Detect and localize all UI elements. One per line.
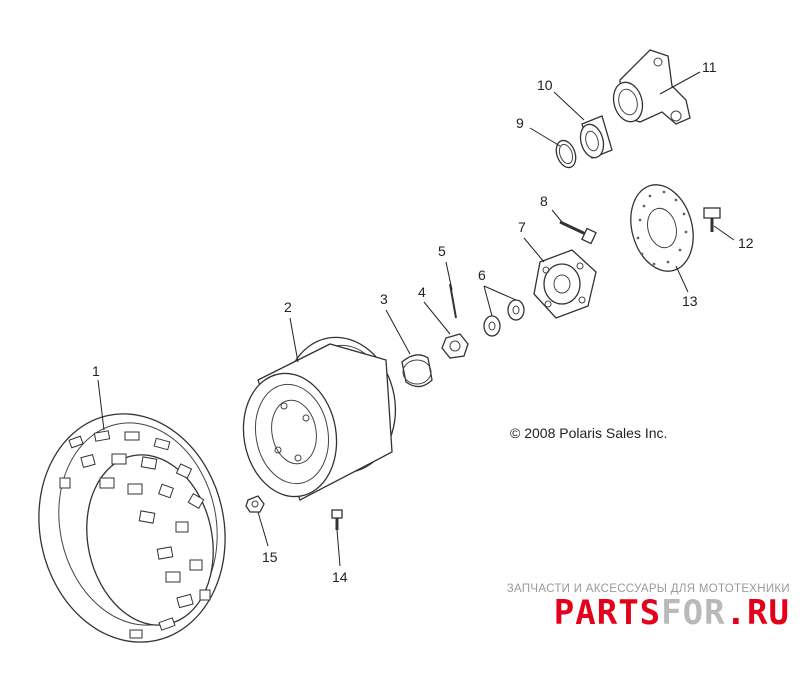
- callout-8: 8: [540, 193, 548, 209]
- disc-bolt-part: [703, 207, 721, 232]
- hub-cap-part: [401, 354, 433, 388]
- callout-labels: 1 2 3 4 5 6 7 8 9 10 11 12 13 14 15: [92, 59, 754, 585]
- watermark-brand-ru: .RU: [726, 593, 790, 633]
- cotter-pin-part: [449, 283, 457, 319]
- callout-1: 1: [92, 363, 100, 379]
- snap-ring-part: [555, 139, 577, 169]
- callout-4: 4: [418, 284, 426, 300]
- wheel-rim-part: [242, 336, 397, 501]
- washers-part: [483, 299, 525, 337]
- watermark-brand-parts: PARTS: [554, 593, 661, 633]
- callout-13: 13: [682, 293, 698, 309]
- watermark: ЗАПЧАСТИ И АКСЕССУАРЫ ДЛЯ МОТОТЕХНИКИ PA…: [507, 583, 790, 633]
- tire-part: [38, 413, 226, 643]
- callout-9: 9: [516, 115, 524, 131]
- leader-lines: [97, 71, 735, 567]
- castle-nut-part: [441, 333, 469, 359]
- callout-5: 5: [438, 243, 446, 259]
- knuckle-part: [612, 49, 691, 125]
- watermark-subtitle: ЗАПЧАСТИ И АКСЕССУАРЫ ДЛЯ МОТОТЕХНИКИ: [507, 583, 790, 595]
- callout-2: 2: [284, 299, 292, 315]
- hub-part: [533, 249, 597, 319]
- bearing-part: [579, 115, 613, 159]
- watermark-brand: PARTSFOR.RU: [554, 593, 790, 633]
- callout-12: 12: [738, 235, 754, 251]
- lug-nut-part: [245, 495, 265, 513]
- callout-3: 3: [380, 291, 388, 307]
- callout-14: 14: [332, 569, 348, 585]
- callout-11: 11: [702, 59, 717, 75]
- callout-6: 6: [478, 267, 486, 283]
- callout-10: 10: [537, 77, 553, 93]
- valve-stem-part: [331, 509, 343, 530]
- callout-15: 15: [262, 549, 278, 565]
- copyright-text: © 2008 Polaris Sales Inc.: [510, 425, 667, 441]
- callout-7: 7: [518, 219, 526, 235]
- bolt-part: [559, 220, 597, 245]
- watermark-brand-for: FOR: [661, 593, 725, 633]
- brake-disc-part: [630, 184, 694, 272]
